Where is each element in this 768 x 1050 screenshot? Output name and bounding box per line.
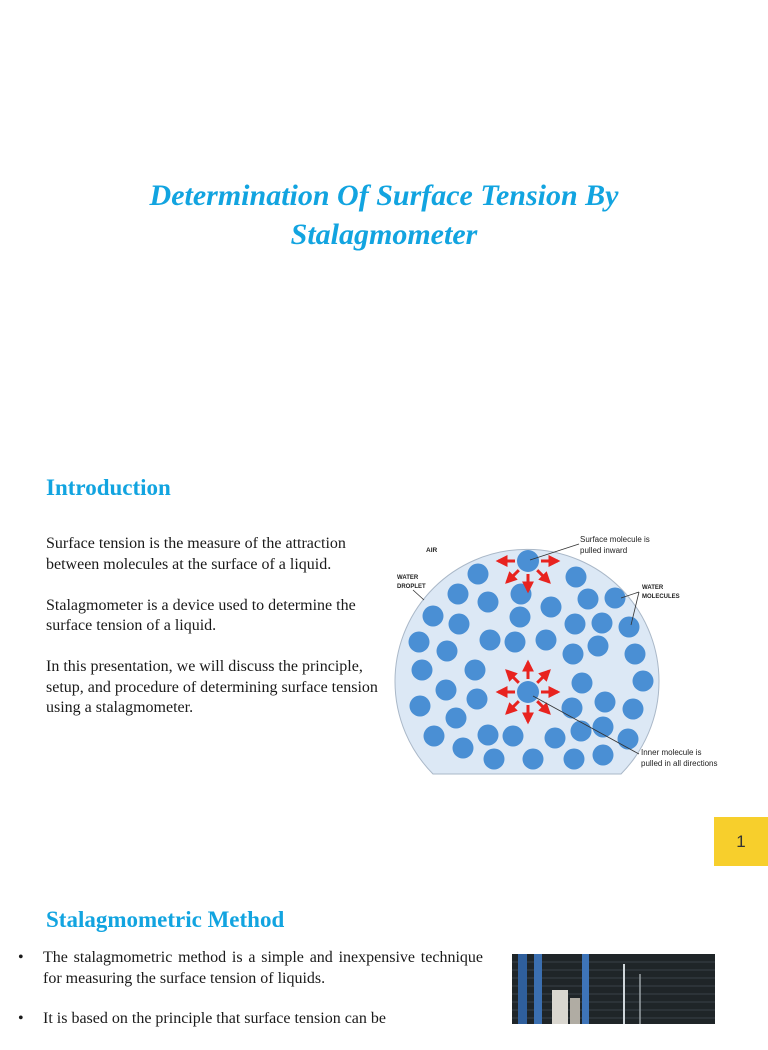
- water-molecule: [544, 727, 566, 749]
- label-water-molecules: MOLECULES: [642, 594, 680, 600]
- water-molecule: [592, 744, 614, 766]
- bullet-icon: •: [18, 949, 24, 966]
- water-molecule: [517, 550, 539, 572]
- water-molecule: [622, 698, 644, 720]
- intro-paragraph: Surface tension is the measure of the at…: [46, 535, 346, 573]
- force-arrow: [536, 569, 551, 584]
- water-molecule: [409, 695, 431, 717]
- water-molecule: [435, 679, 457, 701]
- label-water-droplet: DROPLET: [397, 584, 426, 590]
- stalagmometer-photo: [512, 954, 715, 1024]
- label-water-molecules: WATER: [642, 585, 664, 591]
- water-molecule: [408, 631, 430, 653]
- water-molecule: [617, 728, 639, 750]
- water-molecule: [604, 587, 626, 609]
- list-item: • It is based on the principle that surfa…: [18, 1009, 483, 1030]
- label-surface-molecule: pulled inward: [580, 546, 627, 555]
- intro-paragraph: Stalagmometer is a device used to determ…: [46, 596, 356, 635]
- water-molecule: [483, 748, 505, 770]
- water-molecule: [587, 635, 609, 657]
- water-molecule: [522, 748, 544, 770]
- water-molecule: [571, 672, 593, 694]
- stalagmometric-method-heading: Stalagmometric Method: [46, 907, 285, 932]
- water-molecule: [565, 566, 587, 588]
- water-molecule: [477, 724, 499, 746]
- label-water-droplet: WATER: [397, 575, 419, 581]
- bullet-text: The stalagmometric method is a simple an…: [43, 949, 483, 987]
- force-arrows: [495, 555, 561, 725]
- water-molecule: [504, 631, 526, 653]
- introduction-text: Surface tension is the measure of the at…: [46, 534, 386, 739]
- water-molecule: [563, 748, 585, 770]
- water-molecule: [452, 737, 474, 759]
- force-arrow: [536, 700, 551, 715]
- force-arrow: [505, 700, 520, 715]
- water-molecule: [479, 629, 501, 651]
- water-molecule: [466, 688, 488, 710]
- water-molecule: [464, 659, 486, 681]
- intro-paragraph: In this presentation, we will discuss th…: [46, 658, 378, 716]
- page-number-badge: 1: [714, 817, 768, 866]
- label-surface-molecule: Surface molecule is: [580, 535, 650, 544]
- force-arrow: [505, 669, 520, 684]
- slide-title: Determination Of Surface Tension By Stal…: [149, 179, 619, 251]
- label-inner-molecule: pulled in all directions: [641, 759, 718, 768]
- water-molecule: [436, 640, 458, 662]
- water-molecule: [594, 691, 616, 713]
- bullet-text: It is based on the principle that surfac…: [43, 1010, 386, 1027]
- water-molecule: [467, 563, 489, 585]
- water-molecule: [447, 583, 469, 605]
- water-molecule: [423, 725, 445, 747]
- list-item: • The stalagmometric method is a simple a…: [18, 948, 483, 989]
- water-molecule: [632, 670, 654, 692]
- water-molecule: [562, 643, 584, 665]
- water-molecule: [509, 606, 531, 628]
- water-molecule: [445, 707, 467, 729]
- water-molecule: [618, 616, 640, 638]
- water-molecule: [561, 697, 583, 719]
- water-molecules: [408, 550, 654, 770]
- water-molecule: [570, 720, 592, 742]
- water-molecule: [477, 591, 499, 613]
- label-inner-molecule: Inner molecule is: [641, 748, 701, 757]
- water-molecule: [535, 629, 557, 651]
- water-molecule: [448, 613, 470, 635]
- force-arrow: [505, 569, 520, 584]
- surface-tension-diagram: AIR WATER DROPLET WATER MOLECULES Surfac…: [394, 535, 718, 775]
- water-molecule: [502, 725, 524, 747]
- introduction-heading: Introduction: [46, 475, 171, 500]
- force-arrow: [536, 669, 551, 684]
- water-molecule: [624, 643, 646, 665]
- water-molecule: [540, 596, 562, 618]
- water-molecule: [517, 681, 539, 703]
- water-molecule: [577, 588, 599, 610]
- water-molecule: [591, 612, 613, 634]
- bullet-icon: •: [18, 1010, 24, 1027]
- water-molecule: [592, 716, 614, 738]
- water-molecule: [564, 613, 586, 635]
- water-molecule: [422, 605, 444, 627]
- water-molecule: [411, 659, 433, 681]
- label-air: AIR: [426, 547, 438, 554]
- method-bullet-list: • The stalagmometric method is a simple a…: [18, 948, 483, 1050]
